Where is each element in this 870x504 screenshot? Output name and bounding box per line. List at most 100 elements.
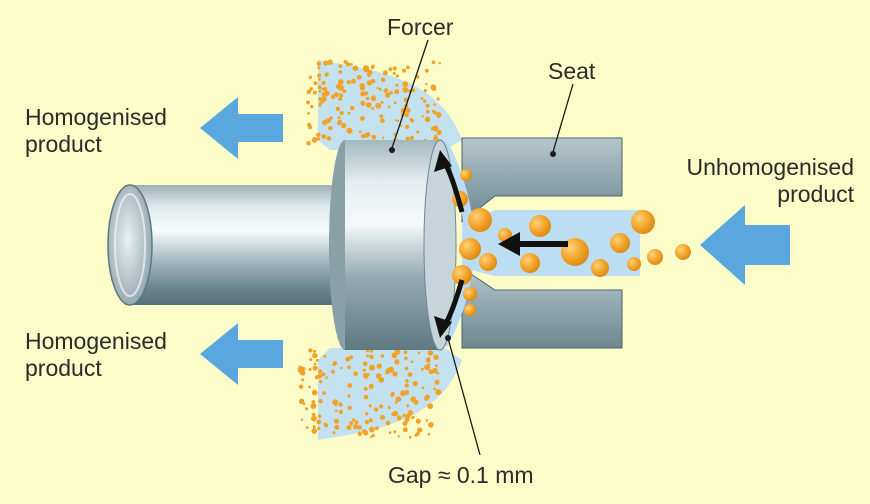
fine-particle [300,418,304,421]
fat-globule [463,287,477,301]
fine-particle [400,390,406,397]
fine-particle [402,87,406,90]
fine-particle [368,404,372,408]
fine-particle [392,410,399,417]
fine-particle [428,369,434,375]
fine-particle [357,431,362,436]
fine-particle [346,80,351,85]
fine-particle [424,116,431,123]
fine-particle [324,423,329,428]
fine-particle [310,104,314,109]
fine-particle [382,70,388,76]
fine-particle [373,407,379,412]
fine-particle [323,86,328,92]
fine-particle [394,119,398,122]
fine-particle [434,134,438,138]
fat-globule [675,244,691,260]
fine-particle [364,419,370,425]
fine-particle [352,65,359,72]
fine-particle [313,81,318,86]
fine-particle [376,363,382,369]
fine-particle [395,396,401,402]
fine-particle [317,66,321,70]
fine-particle [320,99,325,104]
fine-particle [405,389,410,394]
fine-particle [393,101,397,105]
fine-particle [325,376,328,379]
fine-particle [365,96,370,101]
fat-globule [479,253,497,271]
fine-particle [313,349,317,353]
fine-particle [338,64,343,68]
fine-particle [359,85,366,91]
fine-particle [338,85,344,91]
fine-particle [332,361,338,366]
fine-particle [391,412,394,416]
fine-particle [427,403,434,409]
fine-particle [390,391,395,397]
fine-particle [431,60,436,64]
fine-particle [334,424,340,430]
fine-particle [311,137,318,143]
fine-particle [338,409,344,415]
fine-particle [316,132,321,138]
fine-particle [338,402,343,407]
fine-particle [379,114,384,118]
fine-particle [309,358,313,362]
fine-particle [311,389,318,396]
fine-particle [360,91,366,97]
fine-particle [388,431,392,434]
fine-particle [334,409,338,413]
fine-particle [383,88,389,93]
fine-particle [387,92,390,96]
fine-particle [405,107,411,113]
fine-particle [321,134,327,140]
spray-bottom [318,348,462,440]
fine-particle [347,405,352,411]
fine-particle [337,116,341,120]
arrow-homogenised-top-icon [200,97,283,159]
fine-particle [306,100,310,105]
fine-particle [375,102,382,109]
fine-particle [339,93,344,98]
seat-lower [461,267,623,349]
fine-particle [367,72,372,78]
fine-particle [321,80,326,86]
label-gap: Gap ≈ 0.1 mm [388,462,534,488]
fine-particle [343,60,348,64]
fine-particle [378,374,382,378]
fine-particle [370,65,375,70]
fine-particle [367,132,371,136]
fine-particle [312,365,318,371]
fine-particle [354,420,359,425]
fine-particle [396,415,402,421]
fine-particle [433,103,437,106]
fine-particle [317,414,322,419]
fine-particle [423,99,427,103]
fine-particle [369,349,374,353]
fine-particle [388,67,393,72]
fine-particle [421,115,424,118]
fine-particle [351,78,356,84]
fine-particle [323,90,330,97]
fine-particle [378,377,385,383]
fine-particle [417,351,421,355]
fine-particle [347,365,351,370]
fine-particle [380,118,385,123]
fine-particle [360,116,365,121]
fine-particle [306,140,311,146]
fine-particle [411,88,416,93]
fine-particle [438,62,441,65]
leader-lines [391,39,574,456]
fine-particle [380,100,384,104]
fine-particle [434,379,440,385]
fine-particle [317,85,322,90]
fine-particle [350,63,353,66]
fine-particle [335,106,341,112]
fat-globule [468,208,492,232]
fine-particle [367,373,370,376]
fine-particle [393,430,397,434]
fat-globule [452,265,472,285]
fat-globule [631,210,655,234]
fine-particle [311,415,317,422]
